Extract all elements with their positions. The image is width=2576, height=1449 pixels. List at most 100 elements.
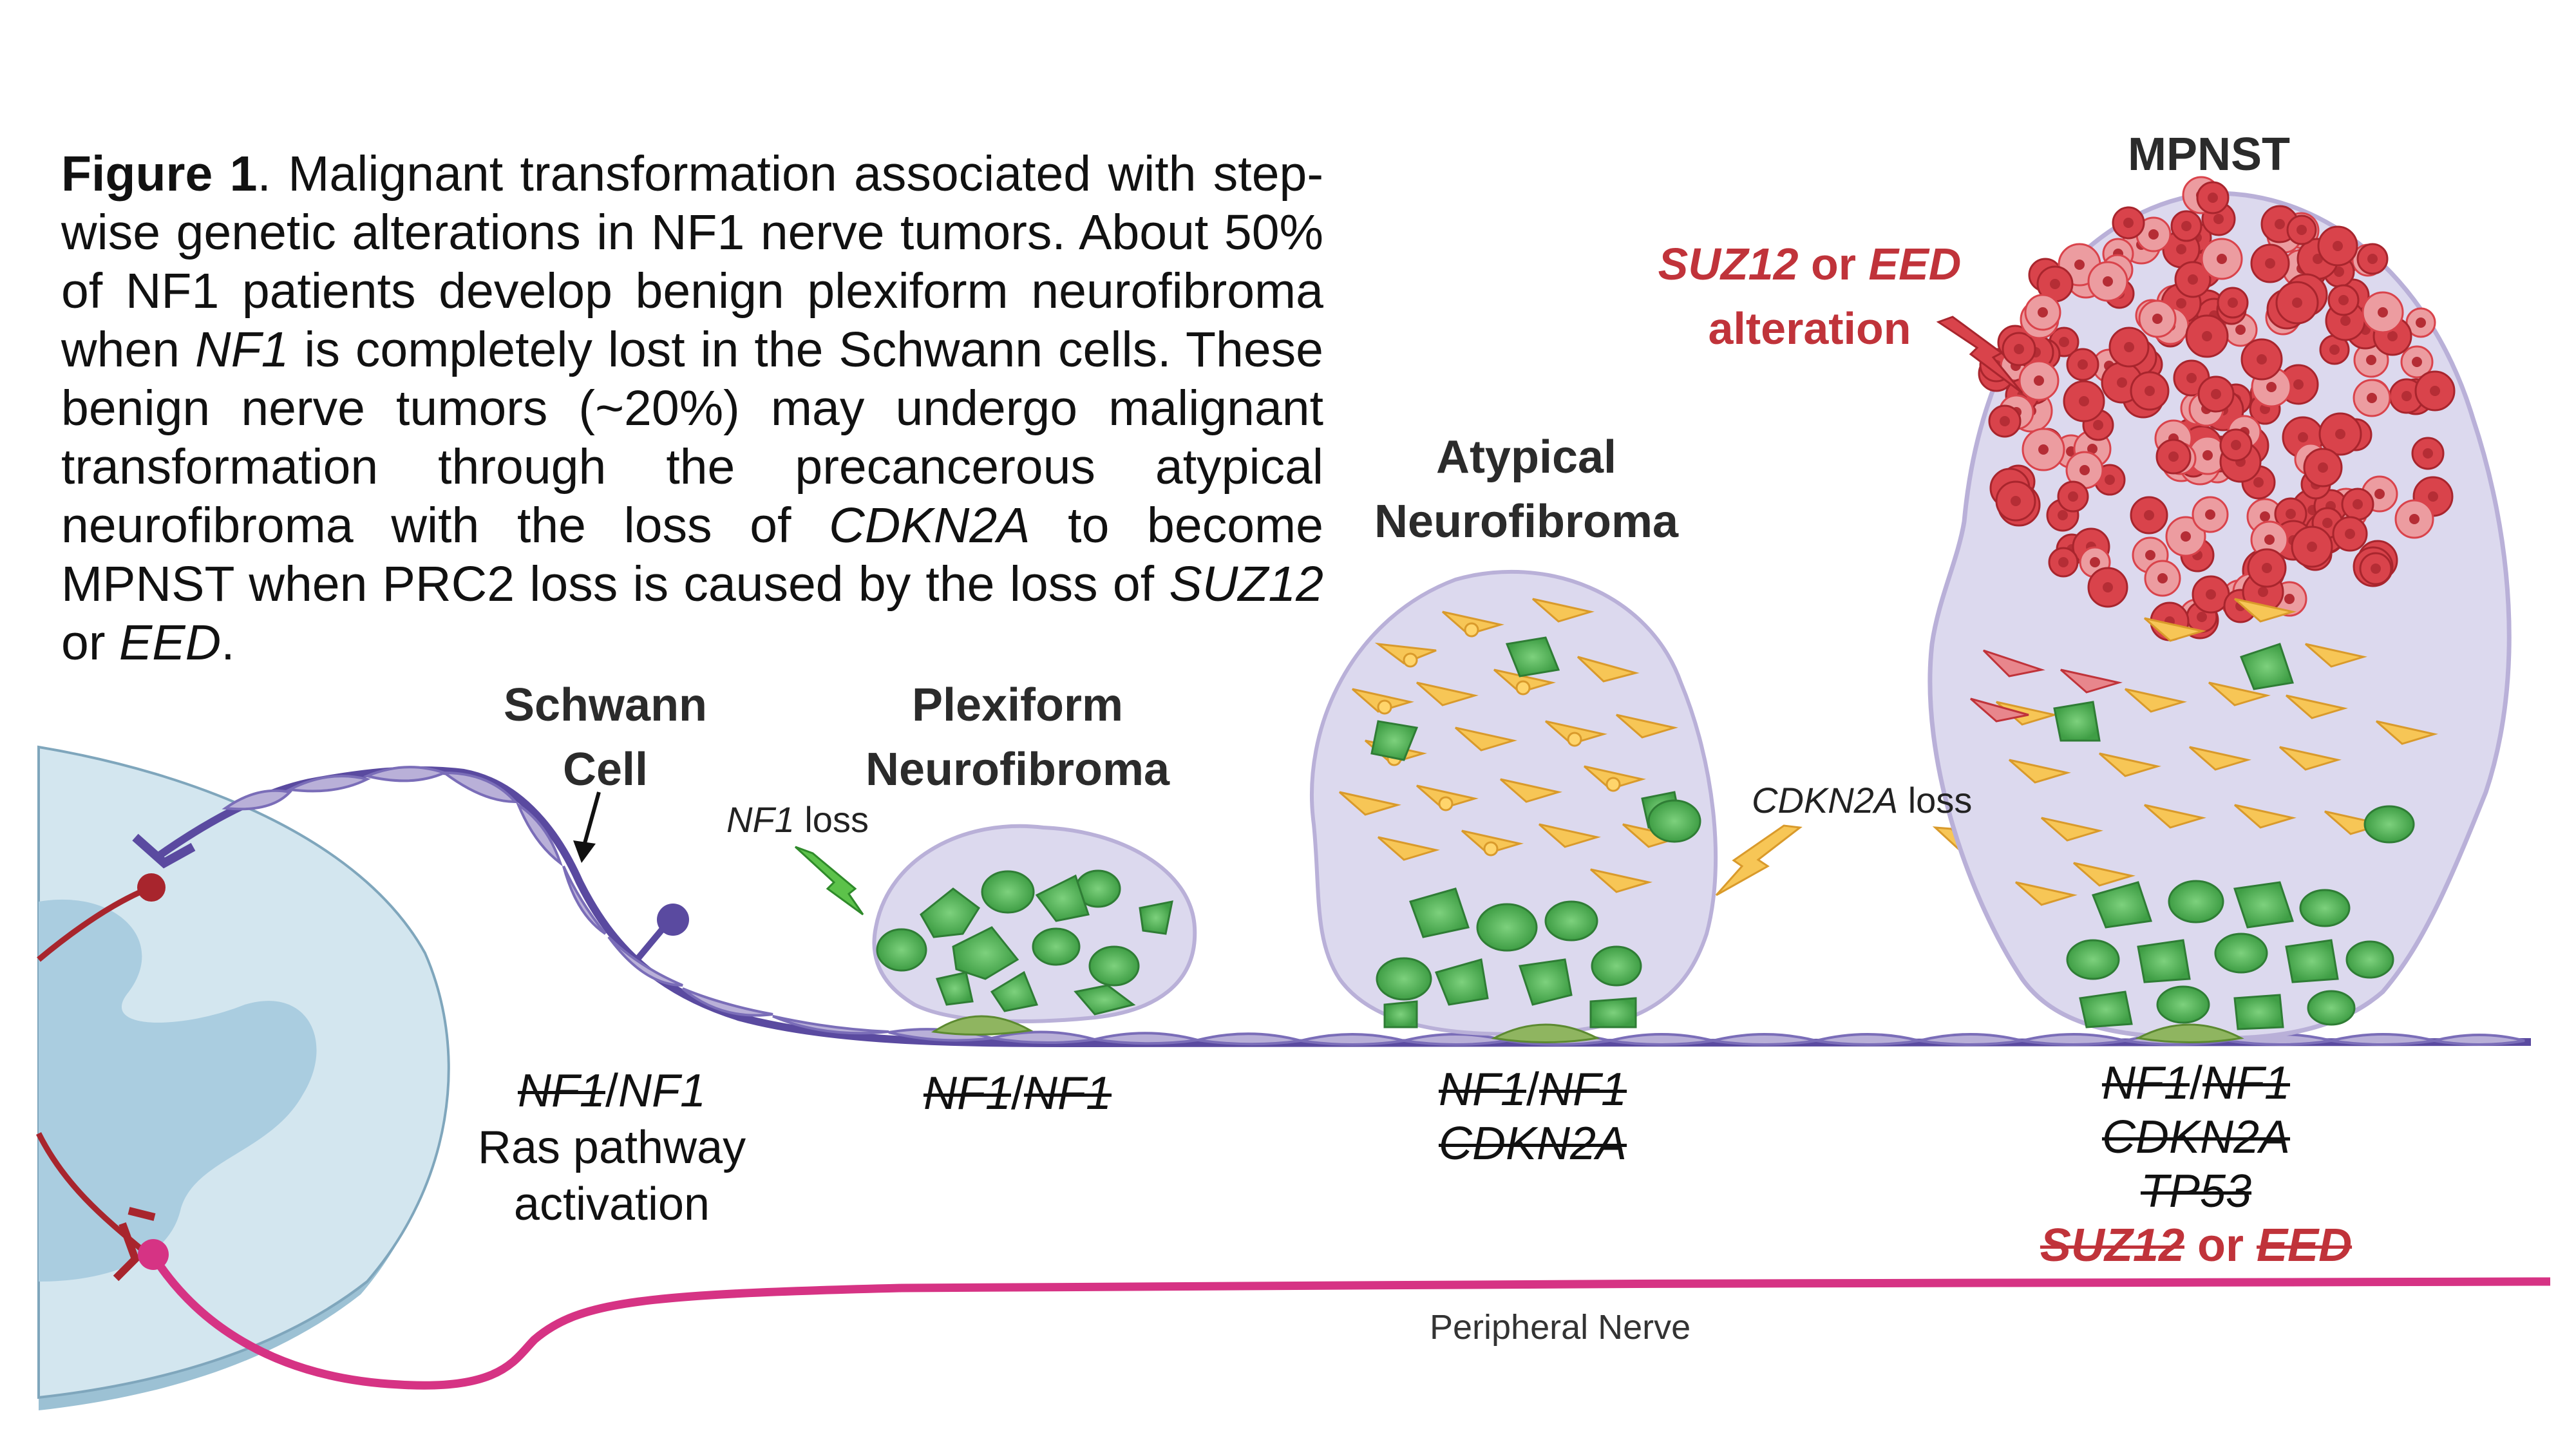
tumor-cell-nucleus [2371, 564, 2381, 574]
suz12-line1: SUZ12 or EED [1649, 232, 1971, 296]
tumor-cell-nucleus [2152, 314, 2163, 324]
tumor-cell-nucleus [2340, 316, 2351, 326]
motor-neuron [35, 873, 166, 1282]
genotype-schwann-g1: NF1 [517, 1065, 605, 1117]
nf1-loss-gene: NF1 [726, 799, 795, 840]
tumor-cell-nucleus [2322, 518, 2333, 528]
tumor-cell-nucleus [2213, 214, 2224, 224]
plexiform-tumor [872, 824, 1197, 1036]
tumor-cell-nucleus [2117, 377, 2127, 388]
tumor-cell-nucleus [2217, 254, 2227, 264]
atypical-title-line1: Atypical [1435, 431, 1617, 483]
tumor-cell-nucleus [2188, 274, 2198, 285]
genotype-atypical-sep: / [1526, 1064, 1539, 1115]
tumor-cell-nucleus [2157, 573, 2168, 583]
tumor-cell-nucleus [2338, 295, 2349, 305]
genotype-mpnst-g2: NF1 [2202, 1057, 2291, 1109]
tumor-cell-nucleus [2366, 355, 2376, 365]
genotype-schwann-g2: NF1 [618, 1065, 706, 1117]
tumor-cell-nucleus [2298, 432, 2308, 442]
tumor-cell-nucleus [2430, 386, 2440, 396]
caption-gene-nf1: NF1 [195, 322, 289, 377]
tumor-cell-nucleus [2176, 244, 2186, 254]
tumor-cell-nucleus [2197, 612, 2207, 622]
cdkn2a-loss-word: loss [1908, 780, 1973, 820]
tumor-cell-nucleus [2105, 475, 2115, 485]
tumor-cell-nucleus [2258, 587, 2268, 597]
genotype-atypical-g1: NF1 [1438, 1064, 1526, 1115]
tumor-cell-nucleus [2353, 499, 2363, 509]
genotype-atypical-g2: NF1 [1539, 1064, 1627, 1115]
tumor-cell-nucleus [2374, 489, 2385, 499]
tumor-cell-nucleus [2202, 331, 2212, 341]
tumor-cell-nucleus [2011, 496, 2021, 506]
tumor-cell-nucleus [2145, 386, 2155, 396]
plexiform-title-line1: Plexiform [911, 679, 1124, 731]
caption-gene-eed: EED [118, 615, 222, 670]
tumor-cell-nucleus [2378, 307, 2388, 317]
genotype-mpnst: NF1/NF1 CDKN2A TP53 SUZ12 or EED [2035, 1056, 2357, 1273]
genotype-schwann-sep: / [605, 1065, 618, 1117]
genotype-mpnst-g3: CDKN2A [2101, 1112, 2291, 1163]
suz12-or: or [1810, 239, 1856, 289]
cdkn2a-loss-gene: CDKN2A [1752, 780, 1899, 820]
tumor-cell-nucleus [2266, 382, 2277, 392]
tumor-cell-nucleus [2260, 511, 2270, 522]
tumor-cell-nucleus [2423, 448, 2433, 459]
tumor-cell-nucleus [2286, 509, 2296, 519]
atypical-title: Atypical Neurofibroma [1365, 425, 1687, 554]
atypical-title-line2: Neurofibroma [1374, 496, 1679, 547]
caption-gene-cdkn2a: CDKN2A [829, 498, 1030, 553]
caption-text-2: is completely lost in the Schwann cells.… [61, 322, 1323, 553]
tumor-cell-nucleus [2335, 429, 2345, 439]
tumor-cell-nucleus [2074, 260, 2085, 270]
tumor-cell-nucleus [2257, 354, 2267, 365]
tumor-cell-nucleus [2262, 563, 2272, 573]
tumor-cell-nucleus [2208, 193, 2218, 203]
tumor-cell-nucleus [2345, 529, 2355, 539]
genotype-mpnst-suz12: SUZ12 [2040, 1220, 2184, 1271]
tumor-cell-nucleus [2235, 325, 2246, 335]
tumor-cell-nucleus [2103, 276, 2113, 287]
tumor-cell-nucleus [2000, 416, 2010, 426]
tumor-cell-nucleus [2176, 298, 2186, 308]
tumor-cell-nucleus [2079, 465, 2090, 475]
figure-label: Figure 1 [61, 146, 258, 202]
nf1-loss-bolt [794, 846, 864, 916]
tumor-cell-nucleus [2038, 444, 2049, 455]
genotype-mpnst-sep: / [2189, 1057, 2202, 1109]
tumor-cell-nucleus [2093, 420, 2103, 430]
tumor-cell-nucleus [2412, 357, 2422, 367]
genotype-plexiform-g2: NF1 [1024, 1068, 1112, 1119]
tumor-cell-nucleus [2228, 298, 2238, 308]
tumor-cell-nucleus [2181, 531, 2191, 542]
tumor-cell-nucleus [2079, 396, 2089, 406]
tumor-cell-nucleus [2123, 218, 2134, 228]
cdkn2a-loss-label: CDKN2A loss [1752, 779, 1972, 821]
genotype-schwann-line1: NF1/NF1 [451, 1063, 773, 1119]
tumor-cell-nucleus [2145, 550, 2155, 560]
genotype-schwann: NF1/NF1 Ras pathway activation [451, 1063, 773, 1233]
genotype-mpnst-eed: EED [2257, 1220, 2353, 1271]
tumor-cell-nucleus [2307, 542, 2317, 552]
figure-caption: Figure 1. Malignant transformation assoc… [61, 145, 1323, 672]
sensory-neuron-dot [138, 1239, 169, 1270]
genotype-plexiform-g1: NF1 [923, 1068, 1011, 1119]
tumor-cell-nucleus [2416, 317, 2426, 328]
tumor-cell-nucleus [2297, 225, 2307, 235]
tumor-cell-nucleus [2186, 373, 2197, 383]
schwann-arrow [581, 791, 601, 851]
tumor-cell-nucleus [2367, 393, 2377, 403]
schwann-title-line1: Schwann [503, 679, 708, 731]
cdkn2a-bolt-left [1715, 824, 1803, 896]
caption-gene-suz12: SUZ12 [1169, 556, 1323, 612]
genotype-schwann-line2: Ras pathway [477, 1122, 746, 1173]
nf1-loss-label: NF1 loss [726, 799, 869, 840]
genotype-mpnst-line4: SUZ12 or EED [2035, 1218, 2357, 1273]
mpnst-title: MPNST [2128, 129, 2290, 180]
genotype-mpnst-g1: NF1 [2101, 1057, 2190, 1109]
suz12-gene: SUZ12 [1658, 239, 1799, 289]
tumor-cell-nucleus [2034, 375, 2044, 386]
